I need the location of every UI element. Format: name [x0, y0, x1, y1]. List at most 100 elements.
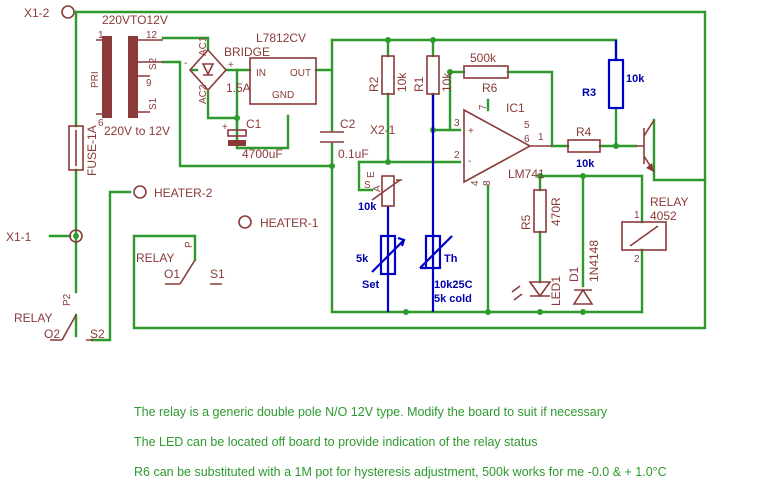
ic1-pin3: 3 [454, 118, 460, 129]
r1-value: 10k [440, 72, 454, 92]
resistor-r6: 500k R6 [463, 51, 509, 95]
relay-switch-1: RELAY P O1 S1 [136, 241, 225, 285]
relay-sw1-s: S1 [210, 267, 225, 281]
transformer-pin9: 9 [146, 78, 152, 89]
trimmer-10k: S A E 10k [358, 171, 402, 213]
trimmer-e: E [366, 171, 377, 178]
ic1-plus: + [468, 126, 474, 137]
capacitor-c1: + C1 4700uF [222, 117, 283, 161]
thermistor: Th 10k25C 5k cold [419, 234, 473, 305]
d1-name: D1 [567, 266, 581, 282]
r2-value: 10k [395, 72, 409, 92]
c1-name: C1 [246, 117, 262, 131]
capacitor-c2: C2 0.1uF [320, 117, 369, 161]
relay-coil-name: RELAY [650, 195, 688, 209]
regulator-out: OUT [290, 68, 311, 79]
led1: LED1 [511, 276, 563, 306]
c2-value: 0.1uF [338, 147, 369, 161]
r3-value: 10k [626, 73, 645, 85]
connector-x1-2: X1-2 [24, 5, 75, 20]
set-pot-value: 5k [356, 253, 369, 265]
c2-name: C2 [340, 117, 356, 131]
bridge-ac1: AC1 [198, 36, 209, 56]
transformer-pin1: 1 [98, 30, 104, 41]
ic1-pin6: 6 [524, 134, 530, 145]
relay-sw1-name: RELAY [136, 251, 174, 265]
relay-sw2-p: P2 [62, 293, 73, 306]
relay-sw2-o: O2 [44, 327, 60, 341]
transformer-label: 220VTO12V [102, 13, 168, 27]
led1-name: LED1 [549, 276, 563, 306]
transformer-s2: S2 [148, 57, 159, 70]
connector-heater-2-label: HEATER-2 [154, 186, 213, 200]
transformer-pin12: 12 [146, 30, 158, 41]
r4-value: 10k [576, 158, 595, 170]
note-relay: The relay is a generic double pole N/O 1… [134, 405, 608, 419]
relay-sw2-s: S2 [90, 327, 105, 341]
bridge-label: BRIDGE [224, 45, 270, 59]
set-pot: 5k Set [356, 234, 406, 291]
fuse: FUSE-1A [68, 125, 99, 176]
relay-coil-pin1: 1 [634, 210, 640, 221]
ic1-pin2: 2 [454, 150, 460, 161]
relay-switch-2: RELAY P2 O2 S2 [14, 293, 105, 341]
note-r6: R6 can be substituted with a 1M pot for … [134, 465, 667, 479]
transformer-voltage: 220V to 12V [104, 124, 170, 138]
transformer: 220VTO12V 220V to 12V PRI S2 S1 1 12 9 6 [90, 13, 170, 138]
trimmer-s: S [364, 180, 371, 191]
thermistor-name: Th [444, 253, 458, 265]
bridge-minus: - [184, 58, 187, 69]
relay-sw2-name: RELAY [14, 311, 52, 325]
transformer-pri: PRI [90, 71, 101, 88]
thermistor-spec1: 10k25C [434, 279, 473, 291]
resistor-r5: R5 470R [519, 189, 563, 233]
trimmer-a: A [372, 185, 383, 192]
thermistor-spec2: 5k cold [434, 293, 472, 305]
connector-heater-2: HEATER-2 [133, 185, 213, 200]
bridge-plus: + [228, 60, 234, 71]
trimmer-value: 10k [358, 201, 377, 213]
fuse-label: FUSE-1A [85, 125, 99, 176]
relay-sw1-p: P [184, 241, 195, 248]
c1-plus: + [222, 122, 228, 133]
x2-label: X2-1 [370, 123, 396, 137]
diode-d1: D1 1N4148 [567, 240, 601, 305]
connector-heater-1: HEATER-1 [238, 215, 319, 230]
connector-x1-1-label: X1-1 [6, 230, 32, 244]
ic1-pin8: 8 [482, 180, 493, 186]
d1-part: 1N4148 [587, 240, 601, 282]
relay-coil-pin2: 2 [634, 254, 640, 265]
ic1-name: IC1 [506, 101, 525, 115]
connector-heater-1-label: HEATER-1 [260, 216, 319, 230]
r6-value: 500k [470, 51, 497, 65]
bridge-rating: 1.5A [226, 81, 251, 95]
r3-name: R3 [582, 87, 596, 99]
ic1-pin5: 5 [524, 120, 530, 131]
bridge-rectifier: BRIDGE 1.5A AC1 AC2 + - [184, 36, 270, 104]
resistor-r3: R3 10k [582, 58, 645, 110]
ic1-part: LM741 [508, 167, 545, 181]
note-led: The LED can be located off board to prov… [134, 435, 538, 449]
transistor [636, 119, 655, 173]
ic1-pin4: 4 [470, 180, 481, 186]
r5-value: 470R [549, 197, 563, 226]
resistor-r1: R1 10k [412, 55, 454, 95]
set-pot-name: Set [362, 279, 379, 291]
connector-x1-1: X1-1 [6, 229, 83, 244]
r6-name: R6 [482, 81, 498, 95]
ic1-minus: - [468, 156, 471, 167]
resistor-r4: R4 10k [567, 125, 601, 170]
r5-name: R5 [519, 214, 533, 230]
wires [48, 10, 707, 342]
ic1-pin7: 7 [478, 104, 489, 110]
bridge-ac2: AC2 [198, 84, 209, 104]
sense-wires [386, 40, 618, 312]
regulator-in: IN [256, 68, 266, 79]
regulator-label: L7812CV [256, 31, 306, 45]
c1-value: 4700uF [242, 147, 283, 161]
op-amp-ic1: IC1 LM741 + - 3 2 7 4 8 5 1 6 [454, 101, 552, 186]
regulator: L7812CV IN OUT GND [249, 31, 317, 105]
connector-x1-2-label: X1-2 [24, 6, 50, 20]
relay-sw1-o: O1 [164, 267, 180, 281]
